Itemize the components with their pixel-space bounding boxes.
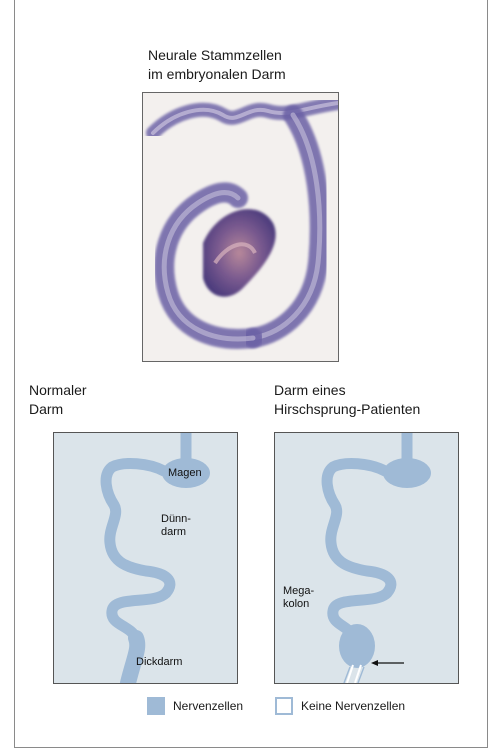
- label-duenn-1: Dünn-: [161, 513, 191, 526]
- embryonic-gut-micrograph: [142, 92, 339, 362]
- left-title-line1: Normaler: [29, 381, 87, 400]
- right-panel-title: Darm eines Hirschsprung-Patienten: [274, 381, 420, 419]
- photo-caption-line2: im embryonalen Darm: [148, 65, 286, 84]
- label-magen: Magen: [168, 467, 202, 480]
- photo-caption: Neurale Stammzellen im embryonalen Darm: [148, 46, 286, 84]
- label-mega-2: kolon: [283, 598, 309, 611]
- right-title-line2: Hirschsprung-Patienten: [274, 400, 420, 419]
- legend-swatch-no-nerve-cells: [275, 697, 293, 715]
- hirschsprung-intestine-panel: Mega- kolon: [274, 432, 459, 684]
- stomach-shape: [383, 458, 431, 488]
- label-mega-1: Mega-: [283, 585, 314, 598]
- normal-intestine-panel: Magen Dünn- darm Dickdarm: [53, 432, 238, 684]
- arrow-icon: [371, 660, 404, 666]
- photo-caption-line1: Neurale Stammzellen: [148, 46, 286, 65]
- megacolon-shape: [339, 624, 375, 668]
- legend-label-nerve-cells: Nervenzellen: [173, 697, 243, 715]
- normal-intestine-diagram: [54, 433, 237, 683]
- legend-swatch-nerve-cells: [147, 697, 165, 715]
- left-panel-title: Normaler Darm: [29, 381, 87, 419]
- label-duenn-2: darm: [161, 526, 186, 539]
- left-title-line2: Darm: [29, 400, 87, 419]
- hirschsprung-intestine-diagram: [275, 433, 458, 683]
- legend-label-no-nerve-cells: Keine Nervenzellen: [301, 697, 405, 715]
- label-dickdarm: Dickdarm: [136, 656, 182, 669]
- legend: Nervenzellen Keine Nervenzellen: [0, 694, 494, 718]
- right-title-line1: Darm eines: [274, 381, 420, 400]
- micrograph-image: [143, 93, 338, 361]
